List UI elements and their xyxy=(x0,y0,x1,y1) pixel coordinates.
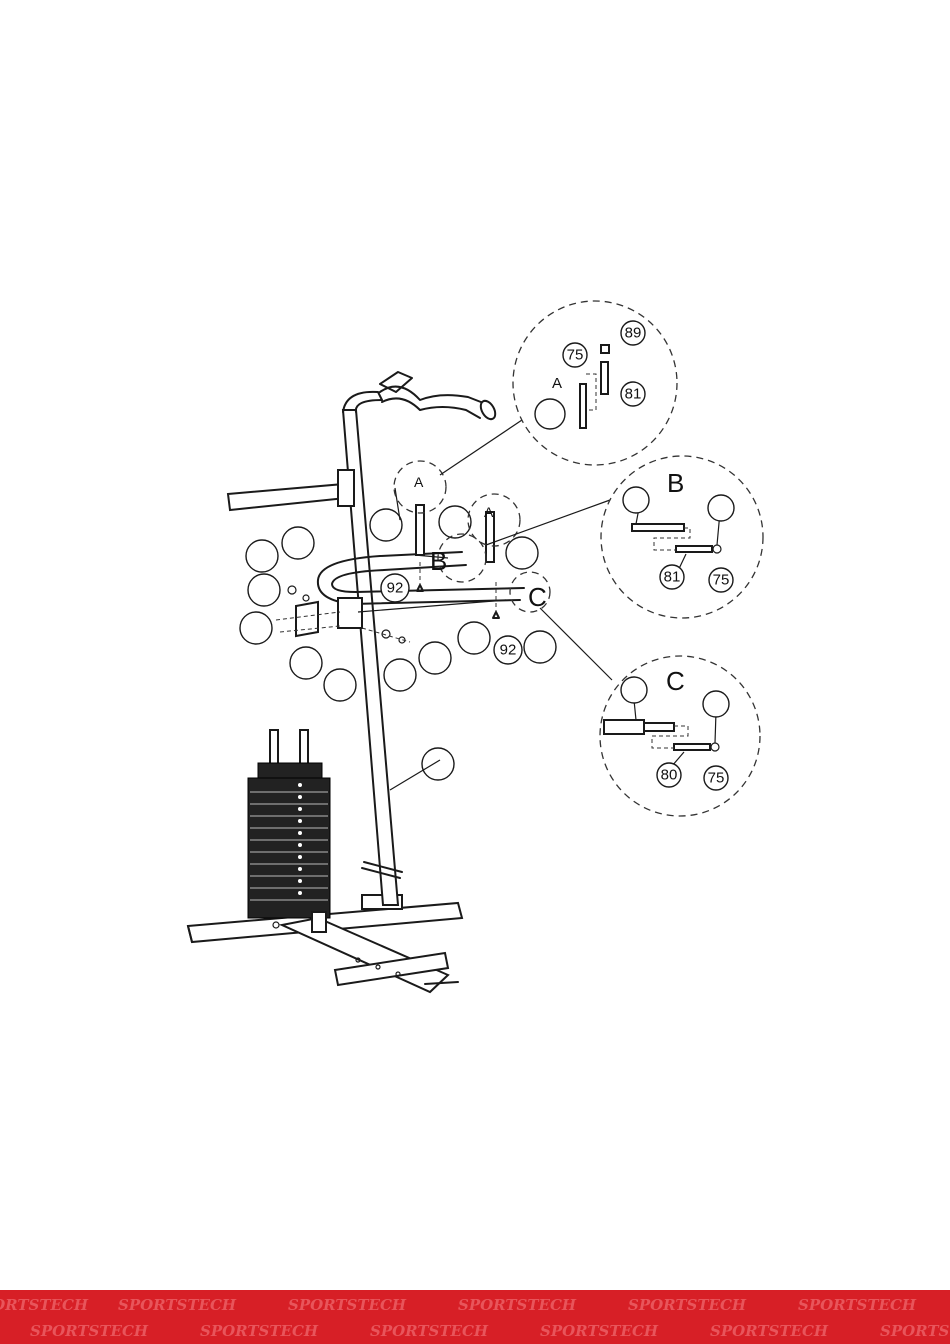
footer-brand-band: SPORTSTECH SPORTSTECH SPORTSTECH SPORTST… xyxy=(0,1290,950,1344)
detail-b-letter: B xyxy=(667,468,684,498)
detail-a-callout-81: 81 xyxy=(621,382,645,406)
footer-watermark: SPORTSTECH xyxy=(30,1322,149,1340)
detail-a-letter: A xyxy=(552,375,562,392)
callout-14 xyxy=(422,748,454,780)
callout-4 xyxy=(240,612,272,644)
callout-13 xyxy=(384,659,416,691)
weight-stack xyxy=(248,730,330,932)
detail-b-callout-75: 75 xyxy=(709,568,733,592)
callout-6 xyxy=(324,669,356,701)
callout-10 xyxy=(458,622,490,654)
footer-watermark: SPORTSTECH xyxy=(118,1296,237,1314)
detail-c-callout-75: 75 xyxy=(704,766,728,790)
callout-5 xyxy=(290,647,322,679)
svg-text:92: 92 xyxy=(387,580,404,597)
marker-c: C xyxy=(528,582,547,612)
detail-b: B 81 75 xyxy=(601,456,763,618)
detail-c: C 80 75 xyxy=(600,656,760,816)
footer-watermark: SPORTSTECH xyxy=(370,1322,489,1340)
dip-handles xyxy=(318,505,524,628)
callout-11 xyxy=(524,631,556,663)
svg-text:75: 75 xyxy=(708,770,725,787)
bolt-label-left: 92 xyxy=(381,574,409,602)
footer-watermark: SPORTSTECH xyxy=(798,1296,917,1314)
detail-c-callout-blank-1 xyxy=(621,677,647,703)
svg-text:80: 80 xyxy=(661,767,678,784)
marker-a-left: A xyxy=(414,474,424,490)
marker-a-right: A xyxy=(484,504,494,520)
svg-text:75: 75 xyxy=(567,347,584,364)
svg-text:92: 92 xyxy=(500,642,517,659)
callout-2 xyxy=(282,527,314,559)
svg-text:81: 81 xyxy=(664,569,681,586)
detail-a-callout-89: 89 xyxy=(621,321,645,345)
assembly-diagram: 92 92 A A B C A 89 75 xyxy=(0,0,950,1290)
bolt-label-right: 92 xyxy=(494,636,522,664)
footer-watermark: SPORTSTECH xyxy=(540,1322,659,1340)
footer-watermark: SPORTSTECH xyxy=(0,1296,89,1314)
detail-a-callout-75: 75 xyxy=(563,343,587,367)
footer-watermark: SPORTSTECH xyxy=(710,1322,829,1340)
detail-c-callout-80: 80 xyxy=(657,763,681,787)
detail-b-callout-blank-1 xyxy=(623,487,649,513)
footer-watermark: SPORTSTECH xyxy=(628,1296,747,1314)
footer-watermark: SPORTSTECH xyxy=(458,1296,577,1314)
footer-watermark: SPORTSTECH xyxy=(880,1322,950,1340)
detail-b-callout-blank-2 xyxy=(708,495,734,521)
detail-a: A 89 75 81 xyxy=(513,301,677,465)
svg-text:81: 81 xyxy=(625,386,642,403)
callout-8 xyxy=(439,506,471,538)
detail-b-callout-81: 81 xyxy=(660,565,684,589)
callout-12 xyxy=(419,642,451,674)
detail-a-callout-blank xyxy=(535,399,565,429)
callout-1 xyxy=(246,540,278,572)
marker-b: B xyxy=(430,546,447,576)
callout-3 xyxy=(248,574,280,606)
svg-text:75: 75 xyxy=(713,572,730,589)
detail-c-callout-blank-2 xyxy=(703,691,729,717)
callout-7 xyxy=(370,509,402,541)
callout-9 xyxy=(506,537,538,569)
footer-watermark: SPORTSTECH xyxy=(288,1296,407,1314)
footer-watermark: SPORTSTECH xyxy=(200,1322,319,1340)
detail-c-letter: C xyxy=(666,666,685,696)
svg-text:89: 89 xyxy=(625,325,642,342)
